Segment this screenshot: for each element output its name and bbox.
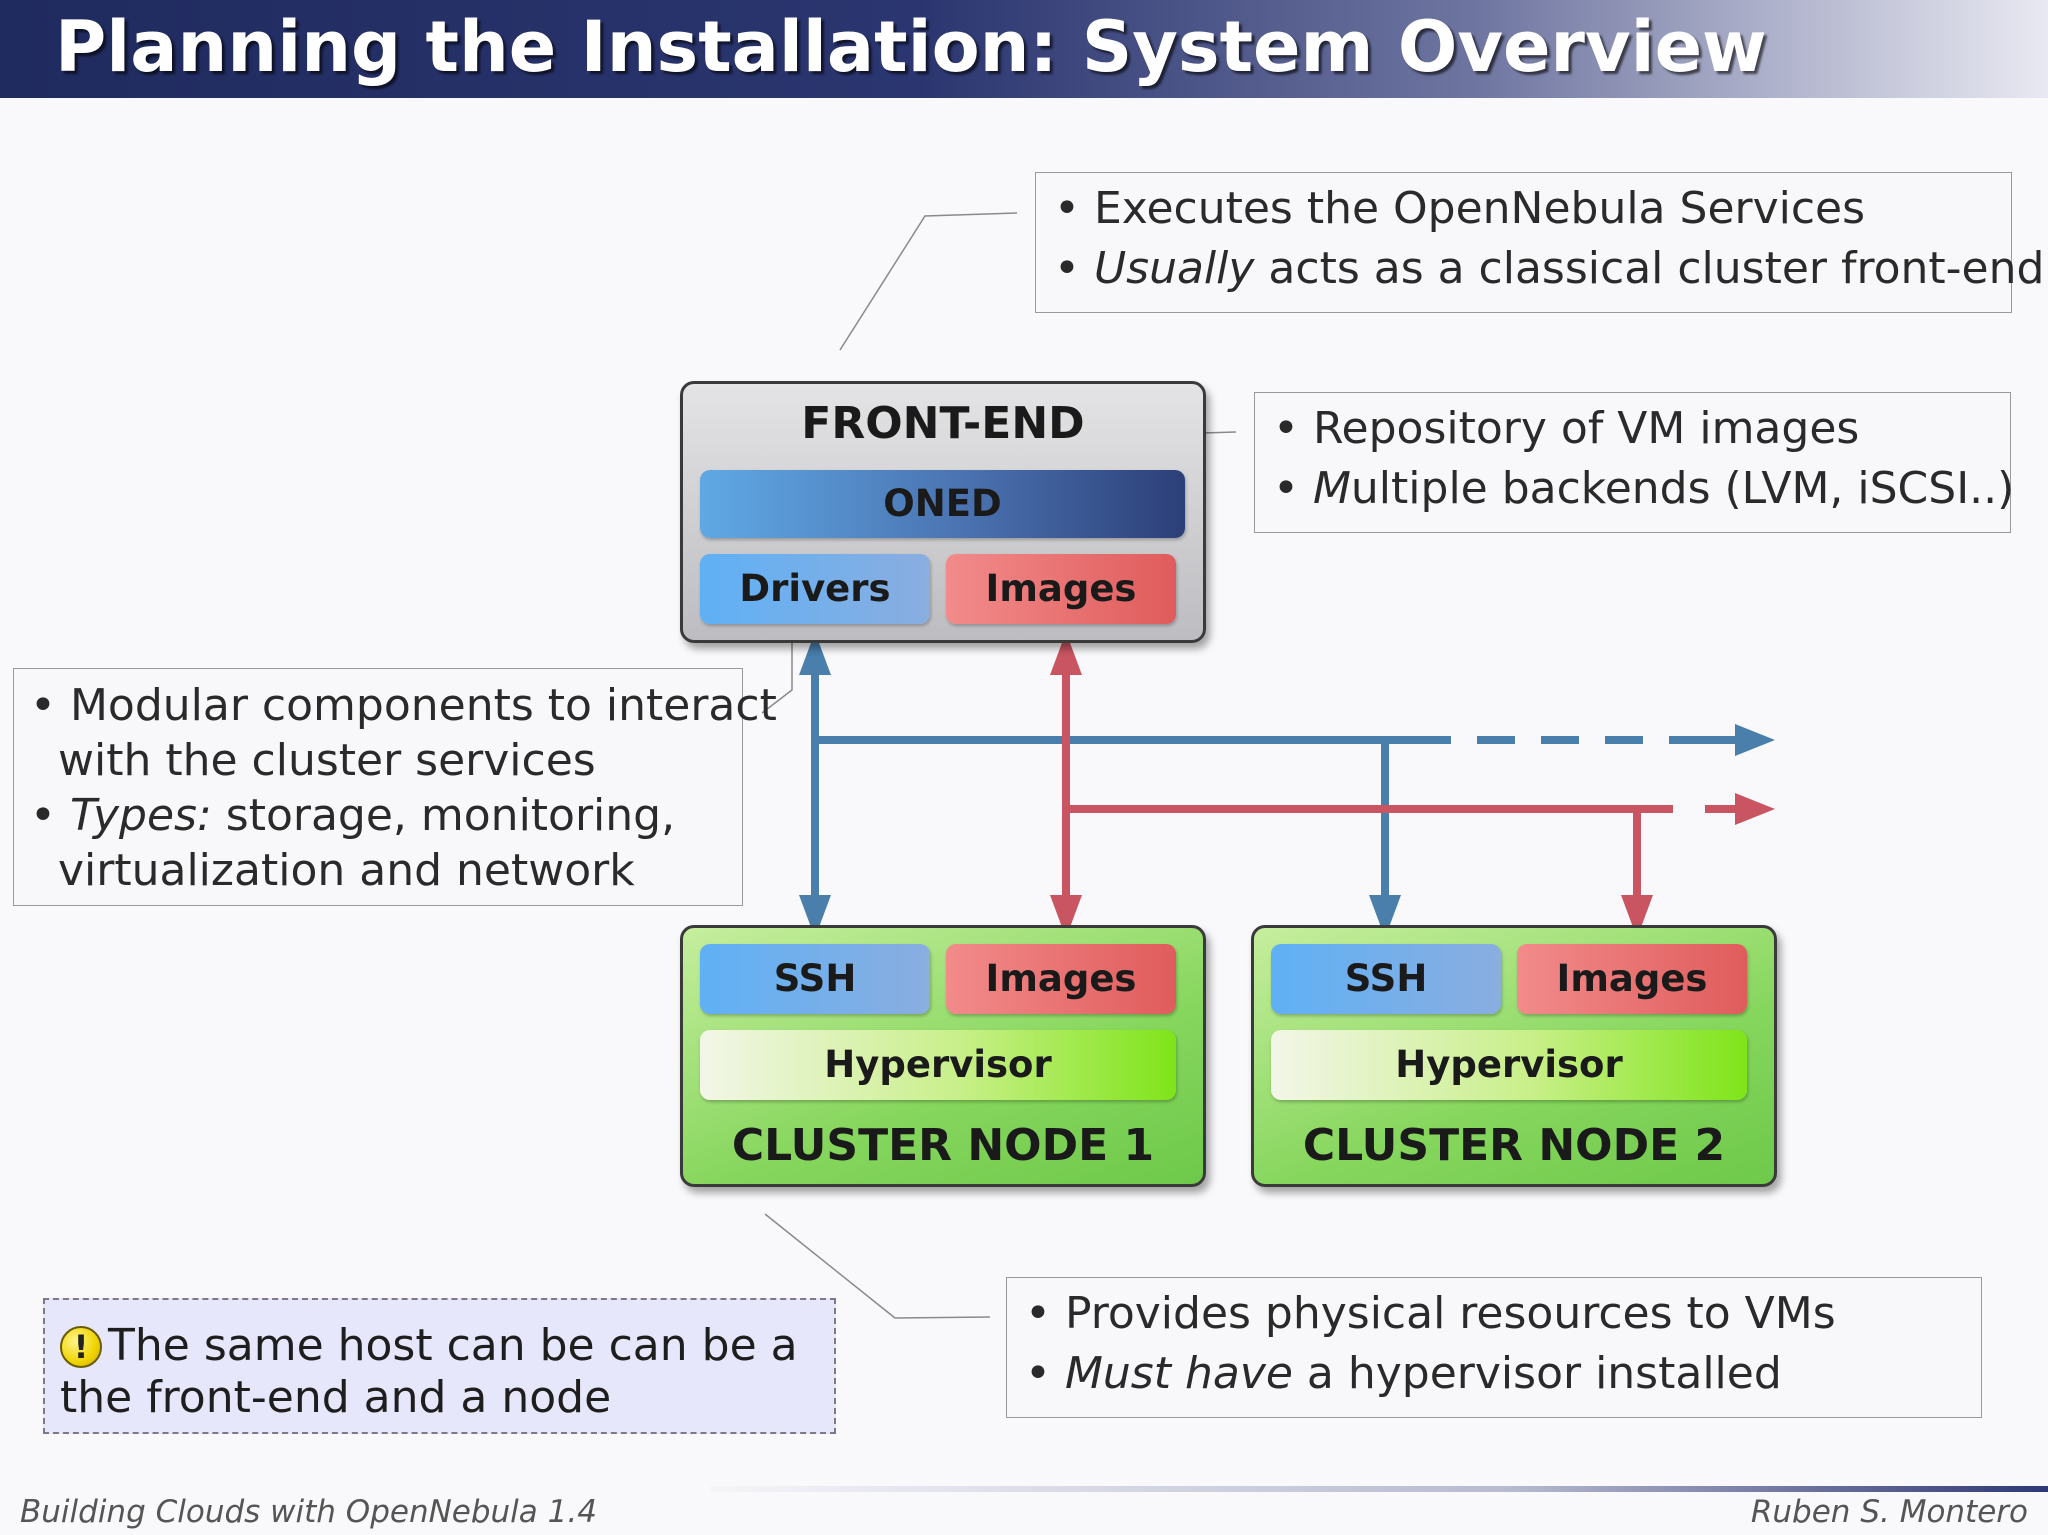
node-callout-leader — [764, 1213, 991, 1319]
images-callout-line-2: • Multiple backends (LVM, iSCSI..) — [1273, 463, 2015, 514]
drivers-callout-line-2b: virtualization and network — [58, 845, 635, 896]
footer-left: Building Clouds with OpenNebula 1.4 — [20, 1494, 597, 1530]
blue-arrowheads — [799, 632, 1775, 938]
node-callout-line-2: • Must have a hypervisor installed — [1025, 1348, 1782, 1399]
drivers-callout-line-1: • Modular components to interact — [30, 680, 777, 731]
frontend-images-component: Images — [946, 554, 1176, 624]
note-box: !The same host can be can be a the front… — [43, 1298, 836, 1434]
node-1-images-component: Images — [946, 944, 1176, 1014]
node-2-hypervisor-component: Hypervisor — [1271, 1030, 1747, 1100]
frontend-callout-line-2: • Usually acts as a classical cluster fr… — [1054, 243, 2045, 294]
node-1-ssh-component: SSH — [700, 944, 930, 1014]
drivers-callout-leader — [761, 620, 793, 714]
images-callout: • Repository of VM images • Multiple bac… — [1254, 392, 2015, 533]
note-line-2: the front-end and a node — [60, 1372, 612, 1423]
frontend-box: FRONT-END ONED Drivers Images — [680, 381, 1206, 643]
drivers-component: Drivers — [700, 554, 930, 624]
warning-icon: ! — [60, 1326, 102, 1368]
slide-title: Planning the Installation: System Overvi… — [55, 6, 1767, 88]
drivers-callout-line-1b: with the cluster services — [58, 735, 596, 786]
drivers-callout: • Modular components to interact with th… — [13, 668, 777, 906]
node-2-images-component: Images — [1517, 944, 1747, 1014]
footer-right: Ruben S. Montero — [1750, 1494, 2028, 1530]
cluster-node-1-title: CLUSTER NODE 1 — [731, 1120, 1155, 1171]
note-line-1: !The same host can be can be a — [60, 1320, 834, 1372]
node-1-hypervisor-component: Hypervisor — [700, 1030, 1176, 1100]
cluster-node-2-title: CLUSTER NODE 2 — [1302, 1120, 1726, 1171]
title-bar: Planning the Installation: System Overvi… — [0, 0, 2048, 98]
frontend-title: FRONT-END — [801, 398, 1085, 449]
node-callout-line-1: • Provides physical resources to VMs — [1025, 1288, 1836, 1339]
drivers-callout-line-2: • Types: storage, monitoring, — [30, 790, 676, 841]
node-2-ssh-component: SSH — [1271, 944, 1501, 1014]
blue-ssh-network — [811, 665, 1740, 905]
red-arrowheads — [1050, 632, 1775, 938]
cluster-node-1-box: SSH Images Hypervisor CLUSTER NODE 1 — [680, 925, 1206, 1187]
images-callout-line-1: • Repository of VM images — [1273, 403, 1860, 454]
red-images-network — [1062, 665, 1740, 905]
footer-rule — [710, 1486, 2048, 1492]
node-callout: • Provides physical resources to VMs • M… — [1006, 1277, 1982, 1418]
frontend-callout: • Executes the OpenNebula Services • Usu… — [1035, 172, 2045, 313]
frontend-callout-leader — [839, 212, 1018, 351]
oned-component: ONED — [700, 470, 1185, 538]
frontend-callout-line-1: • Executes the OpenNebula Services — [1054, 183, 1866, 234]
cluster-node-2-box: SSH Images Hypervisor CLUSTER NODE 2 — [1251, 925, 1777, 1187]
